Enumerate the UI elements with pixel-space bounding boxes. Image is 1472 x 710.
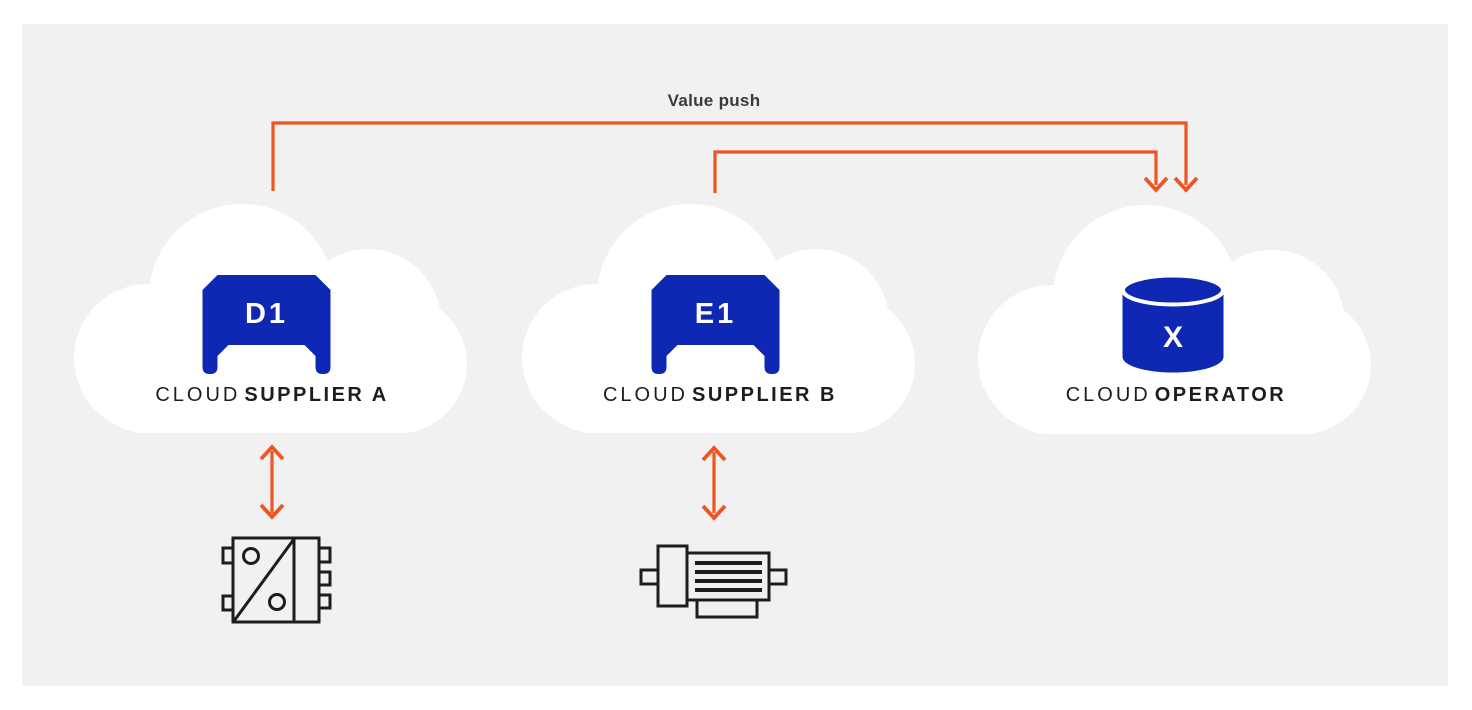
bridge-device-icon: E1 <box>651 275 780 374</box>
label-regular: CLOUD <box>155 384 241 406</box>
label-regular: CLOUD <box>602 384 688 406</box>
value-push-label: Value push <box>667 91 761 110</box>
cloud-icon <box>978 205 1371 434</box>
device-code-d1: D1 <box>245 298 288 330</box>
label-bold: SUPPLIER B <box>691 384 838 406</box>
power-supply-icon <box>221 536 332 624</box>
motor-icon <box>639 544 788 619</box>
label-bold: SUPPLIER A <box>244 384 389 406</box>
cloud-operator-shape <box>978 205 1371 434</box>
device-code-x: X <box>1163 321 1183 354</box>
motor-fins <box>695 561 762 592</box>
database-icon: X <box>1122 273 1224 373</box>
label-regular: CLOUD <box>1065 384 1151 406</box>
device-code-e1: E1 <box>695 298 736 330</box>
label-bold: OPERATOR <box>1154 384 1287 406</box>
bridge-device-icon: D1 <box>202 275 331 374</box>
